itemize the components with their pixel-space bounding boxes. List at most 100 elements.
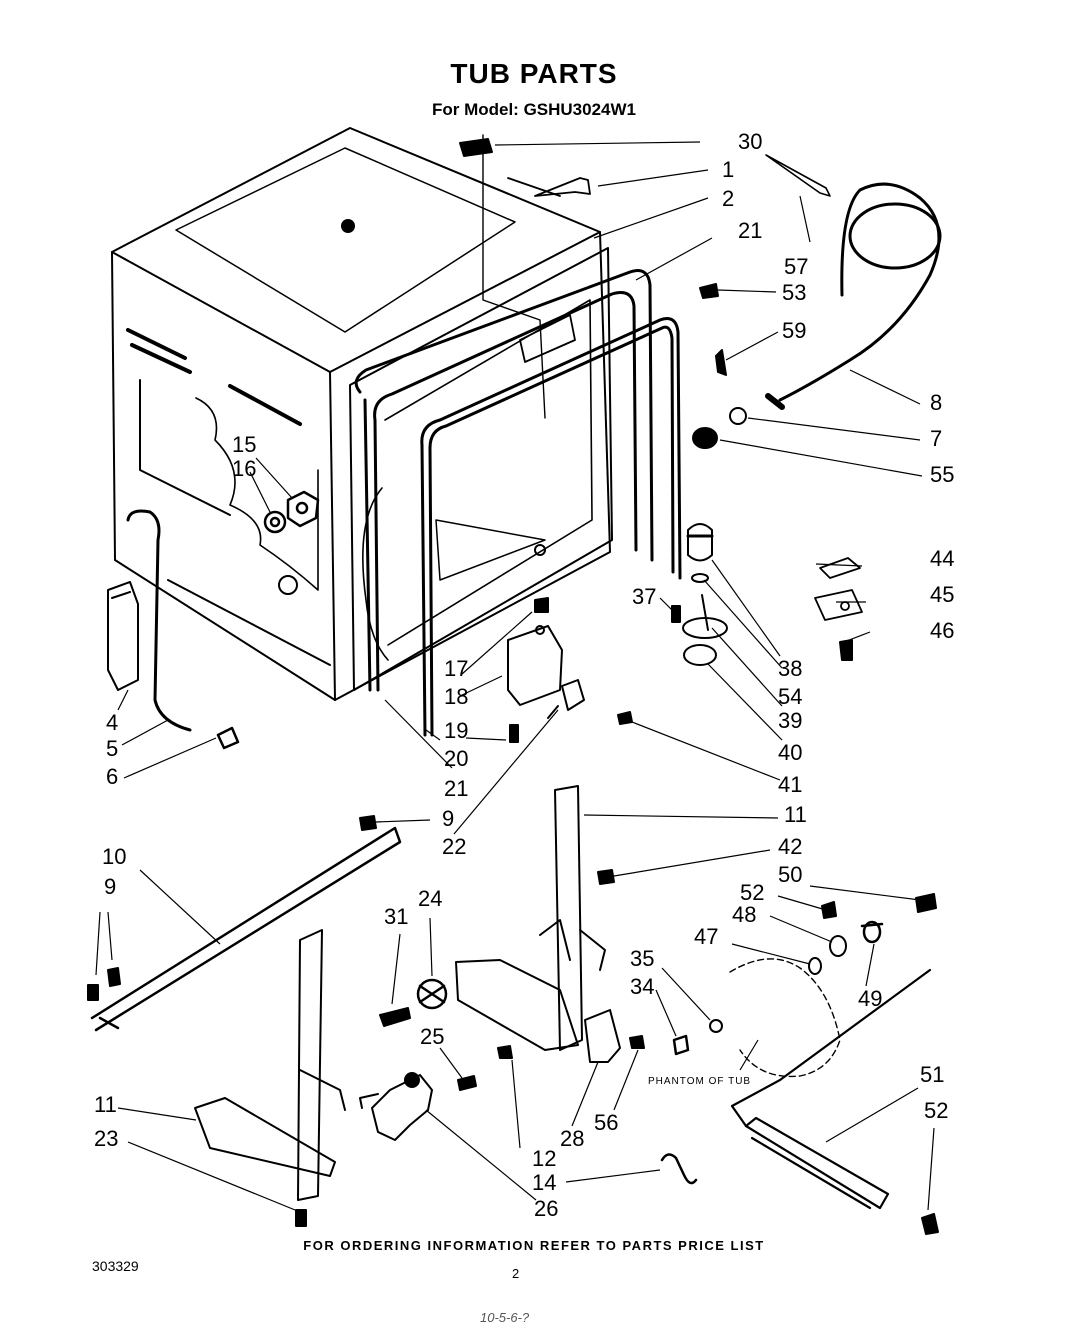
part-41-screw: [617, 711, 633, 725]
part-9-screws: [87, 815, 377, 1001]
phantom-of-tub-outline: [729, 958, 841, 1078]
part-49-nut: [860, 920, 884, 944]
callout-39: 39: [778, 708, 802, 733]
callout-1: 1: [722, 157, 734, 182]
part-24-wheel: [416, 978, 448, 1010]
part-5-fill-hose: [126, 509, 192, 732]
part-11-right-leg: [455, 785, 606, 1051]
part-14-clip: [660, 1153, 698, 1185]
part-55-fitting: [692, 427, 718, 449]
part-57-shim: [765, 154, 831, 197]
part-59-clip: [715, 349, 727, 376]
callout-numbers: 30 1 2 21 53 57 59 8 7 55 15 16 44 45 46…: [94, 129, 954, 1221]
callout-55: 55: [930, 462, 954, 487]
callout-57: 57: [784, 254, 808, 279]
part-50-screw: [915, 893, 937, 913]
part-11-left-leg: [194, 929, 346, 1201]
callout-34: 34: [630, 974, 654, 999]
callout-40: 40: [778, 740, 802, 765]
part-44-plate: [819, 557, 861, 579]
part-39-float-stem: [682, 594, 728, 639]
part-22-thermostat: [547, 679, 585, 719]
part-7-clamp: [729, 407, 747, 425]
callout-14: 14: [532, 1170, 556, 1195]
part-52-end-cap: [921, 1213, 939, 1235]
callout-25: 25: [420, 1024, 444, 1049]
callout-42: 42: [778, 834, 802, 859]
part-23-screw: [295, 1209, 307, 1227]
callout-18: 18: [444, 684, 468, 709]
callout-53: 53: [782, 280, 806, 305]
callout-21-lower: 21: [444, 776, 468, 801]
callout-19: 19: [444, 718, 468, 743]
model-subtitle: For Model: GSHU3024W1: [431, 100, 637, 119]
callout-56: 56: [594, 1110, 618, 1135]
callout-24: 24: [418, 886, 442, 911]
part-25-screw: [457, 1075, 477, 1091]
callout-10: 10: [102, 844, 126, 869]
callout-15: 15: [232, 432, 256, 457]
callout-9-left: 9: [104, 874, 116, 899]
part-15-nut: [286, 490, 320, 528]
callout-52-lower: 52: [924, 1098, 948, 1123]
callout-9-top: 9: [442, 806, 454, 831]
callout-52-upper: 52: [740, 880, 764, 905]
callout-23: 23: [94, 1126, 118, 1151]
callout-37: 37: [632, 584, 656, 609]
part-42-screw: [597, 869, 615, 885]
tub-cabinet: [111, 127, 613, 701]
part-18-heater-bracket: [507, 625, 563, 706]
part-38-float: [686, 523, 714, 562]
callout-8: 8: [930, 390, 942, 415]
part-4-inlet-funnel: [107, 581, 139, 691]
callout-44: 44: [930, 546, 954, 571]
callout-45: 45: [930, 582, 954, 607]
callout-16: 16: [232, 456, 256, 481]
callout-46: 46: [930, 618, 954, 643]
part-51-rail: [730, 968, 932, 1210]
callout-26: 26: [534, 1196, 558, 1221]
callout-6: 6: [106, 764, 118, 789]
part-6-clamp: [216, 726, 240, 750]
page-number: 2: [512, 1266, 520, 1281]
part-30-vent-block: [459, 138, 493, 157]
callout-11-left: 11: [94, 1092, 117, 1117]
part-16-washer: [263, 510, 287, 534]
part-52-fastener: [821, 901, 837, 919]
part-48-bushing: [829, 935, 847, 957]
callout-48: 48: [732, 902, 756, 927]
part-34-nut: [672, 1034, 690, 1056]
callout-54: 54: [778, 684, 802, 709]
callout-49: 49: [858, 986, 882, 1011]
leader-lines: [95, 141, 935, 1213]
part-47-washer: [808, 957, 822, 975]
callout-35: 35: [630, 946, 654, 971]
callout-17: 17: [444, 656, 468, 681]
callout-31: 31: [384, 904, 408, 929]
callout-11-right: 11: [784, 802, 807, 827]
part-35-washer: [709, 1019, 723, 1033]
callout-51: 51: [920, 1062, 944, 1087]
phantom-of-tub-label: PHANTOM OF TUB: [648, 1076, 751, 1087]
callout-28: 28: [560, 1126, 584, 1151]
part-53-screw: [699, 283, 719, 299]
part-40-switch: [683, 644, 717, 666]
callout-22: 22: [442, 834, 466, 859]
handwritten-note: 10-5-6-?: [480, 1310, 530, 1325]
door-gasket-seals: [354, 134, 682, 737]
part-37-screw: [671, 605, 681, 623]
callout-30: 30: [738, 129, 762, 154]
callout-4: 4: [106, 710, 118, 735]
ordering-info-note: FOR ORDERING INFORMATION REFER TO PARTS …: [303, 1238, 765, 1253]
part-46-screw: [839, 639, 853, 661]
part-12-screw: [497, 1045, 513, 1059]
part-54-ring: [691, 573, 709, 583]
diagram-title: TUB PARTS: [450, 58, 618, 89]
callout-20: 20: [444, 746, 468, 771]
part-19-screw: [509, 724, 519, 743]
part-31-pin: [379, 1007, 411, 1027]
part-1-bracket: [507, 177, 591, 197]
callout-5: 5: [106, 736, 118, 761]
part-8-hose: [765, 182, 942, 410]
